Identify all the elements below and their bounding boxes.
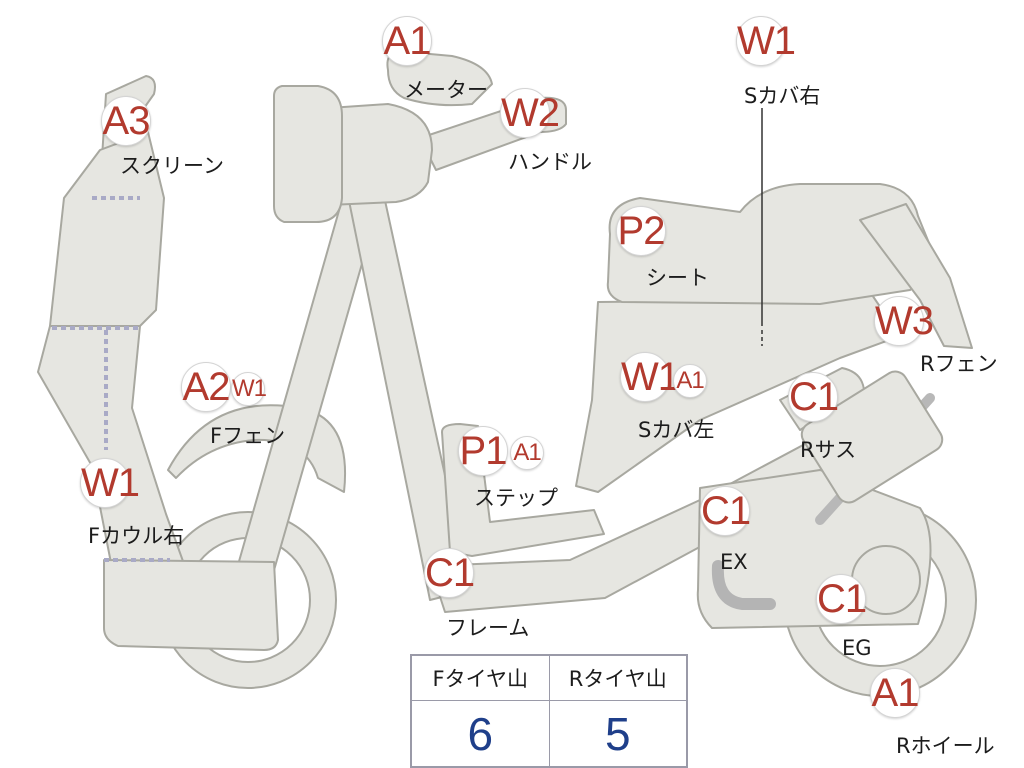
- a1-meter-label: メーター: [404, 78, 488, 102]
- w2-handle-label: ハンドル: [508, 150, 592, 174]
- c1-exhaust-label: EX: [720, 550, 748, 574]
- c1-frame-label: フレーム: [446, 616, 530, 640]
- a1-step-grade-badge: A1: [510, 436, 544, 470]
- w3-rear-fender-grade-badge: W3: [874, 296, 934, 346]
- headlight-shape: [273, 85, 343, 223]
- front-tire-tread-value: 6: [410, 700, 550, 768]
- rear-tire-tread-value: 5: [548, 700, 688, 768]
- c1-engine-grade-badge: C1: [816, 574, 867, 624]
- w1-front-cowl-right-label: Fカウル右: [88, 524, 185, 548]
- a1-meter-grade-badge: A1: [382, 16, 432, 66]
- w3-rear-fender-label: Rフェン: [920, 352, 998, 376]
- a1-rear-wheel-label: Rホイール: [896, 734, 995, 758]
- rear-suspension-box-shape: [800, 370, 944, 504]
- a3-screen-label: スクリーン: [120, 154, 224, 178]
- p1a1-step-label: ステップ: [474, 486, 558, 510]
- w1-scover-right-label: Sカバ右: [744, 84, 821, 108]
- p1-step-grade-badge: P1: [458, 426, 508, 476]
- front-cowl-bottom-shape: [103, 559, 279, 651]
- step-shape: [441, 423, 605, 557]
- w2-handle-grade-badge: W2: [500, 88, 560, 138]
- tire-tread-table: Fタイヤ山 Rタイヤ山 6 5: [410, 654, 688, 768]
- seat-shape: [606, 183, 941, 305]
- a1-rear-wheel-grade-badge: A1: [870, 668, 920, 718]
- rear-tire-tread-header: Rタイヤ山: [548, 654, 688, 701]
- w1-scover-left-grade-badge: W1: [620, 352, 680, 402]
- c1-exhaust-grade-badge: C1: [700, 486, 751, 536]
- p2-seat-label: シート: [646, 266, 709, 290]
- w1-scover-right-grade-badge: W1: [736, 16, 796, 66]
- c1-rear-suspension-grade-badge: C1: [788, 372, 839, 422]
- w1-front-fender-grade-badge: W1: [231, 372, 267, 406]
- c1-rear-suspension-label: Rサス: [800, 438, 857, 462]
- c1-engine-label: EG: [842, 636, 872, 660]
- c1-frame-grade-badge: C1: [424, 548, 475, 598]
- a1-scover-left-grade-badge: A1: [673, 364, 707, 398]
- front-cowl-upper-shape: [49, 131, 165, 327]
- p2-seat-grade-badge: P2: [616, 206, 666, 256]
- front-tire-tread-header: Fタイヤ山: [410, 654, 550, 701]
- exhaust-shape: [711, 560, 776, 610]
- w1a1-scover-left-label: Sカバ左: [638, 418, 715, 442]
- w1-front-cowl-right-grade-badge: W1: [80, 458, 140, 508]
- a2w1-front-fender-label: Fフェン: [210, 424, 286, 448]
- a2-front-fender-grade-badge: A2: [181, 362, 231, 412]
- a3-screen-grade-badge: A3: [101, 96, 151, 146]
